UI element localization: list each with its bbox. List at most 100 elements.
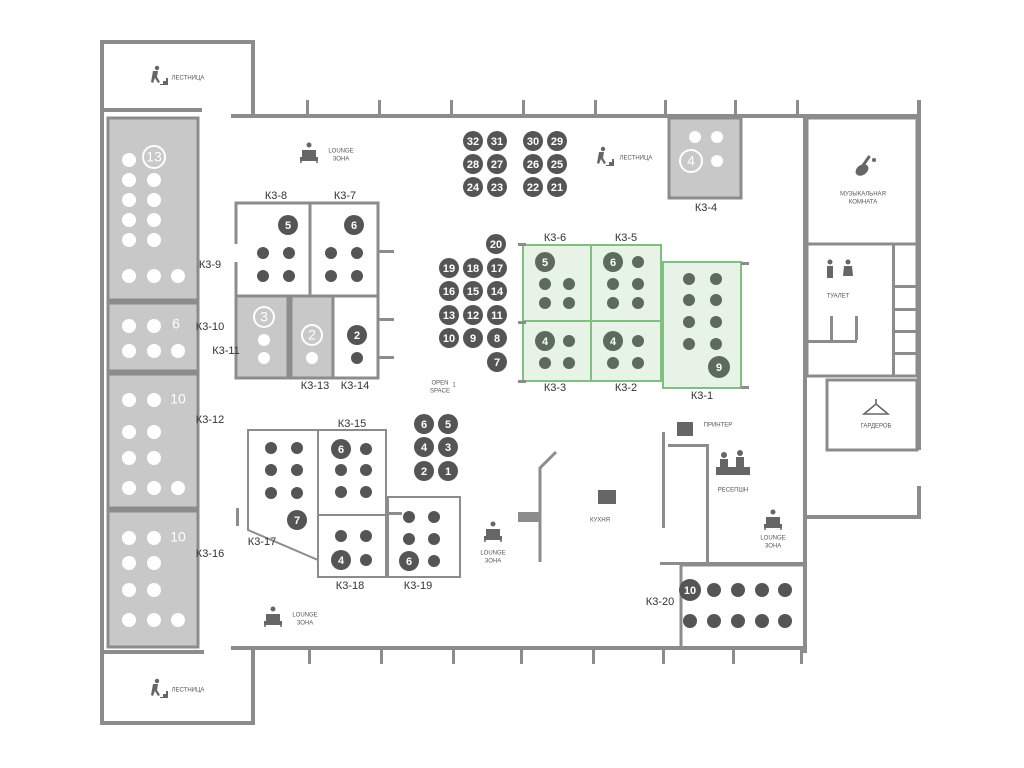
desk-seat-number: 25 <box>551 159 563 171</box>
room-k3-10-label: К3-10 <box>196 321 224 333</box>
room-k3-7-capacity: 6 <box>351 220 357 232</box>
room-k3-3[interactable]: 4 К3-3 <box>522 320 592 394</box>
desk-seat[interactable]: 1 <box>438 461 458 481</box>
desk-seat[interactable]: 15 <box>463 281 483 301</box>
desk-seat[interactable]: 10 <box>439 328 459 348</box>
seat-dot <box>147 451 161 465</box>
sofa-icon <box>299 141 319 164</box>
sofa-icon <box>483 520 503 543</box>
seat-dot <box>171 481 185 495</box>
room-k3-5[interactable]: 6 К3-5 <box>590 232 662 322</box>
desk-seat[interactable]: 31 <box>487 131 507 151</box>
desk-seat[interactable]: 21 <box>547 177 567 197</box>
room-k3-17-label: К3-17 <box>248 536 276 548</box>
music-room[interactable]: МУЗЫКАЛЬНАЯ КОМНАТА <box>805 116 919 246</box>
desk-seat[interactable]: 17 <box>487 258 507 278</box>
room-k3-14[interactable]: 2 К3-14 <box>333 294 380 392</box>
stairs-icon <box>597 146 614 166</box>
room-k3-20[interactable]: 10 К3-20 <box>646 563 803 646</box>
room-k3-18-label: К3-18 <box>336 580 364 592</box>
desk-seat[interactable]: 2 <box>414 461 434 481</box>
room-k3-17[interactable]: 7 К3-17 <box>247 429 319 562</box>
room-k3-15[interactable]: 6 К3-15 <box>317 418 387 516</box>
seat-dot <box>122 213 136 227</box>
desk-seat[interactable]: 5 <box>438 414 458 434</box>
wall-stubs-lower <box>236 508 402 526</box>
desk-seat[interactable]: 20 <box>486 234 506 254</box>
desk-seat[interactable]: 30 <box>523 131 543 151</box>
room-k3-8[interactable]: 5 К3-8 <box>234 190 312 298</box>
desk-seat[interactable]: 8 <box>487 328 507 348</box>
room-k3-3-label: К3-3 <box>544 382 566 394</box>
room-k3-7[interactable]: 6 К3-7 <box>308 190 380 298</box>
seat-dot <box>122 393 136 407</box>
room-k3-20-label: К3-20 <box>646 596 674 608</box>
reception-label: РЕСЕПШН <box>718 488 748 494</box>
desk-seat-marker <box>523 177 543 197</box>
lounge-label: LOUNGE <box>292 613 317 619</box>
desk-seat[interactable]: 16 <box>439 281 459 301</box>
wall-stubs-green <box>518 243 749 389</box>
room-k3-4[interactable]: 4 К3-4 <box>667 116 743 214</box>
desk-seat-number: 4 <box>421 442 428 454</box>
desk-seat[interactable]: 25 <box>547 154 567 174</box>
desk-seat-marker <box>487 305 507 325</box>
desk-seat-marker <box>487 258 507 278</box>
room-k3-13[interactable]: 2 К3-13 <box>289 294 335 392</box>
desk-seat-marker <box>487 328 507 348</box>
desk-seat[interactable]: 11 <box>487 305 507 325</box>
room-k3-2-capacity: 4 <box>610 336 617 348</box>
desk-seat[interactable]: 19 <box>439 258 459 278</box>
desk-seat-number: 2 <box>421 466 427 478</box>
seat-dot <box>147 393 161 407</box>
desk-seat[interactable]: 4 <box>414 437 434 457</box>
seat-dot <box>147 233 161 247</box>
kitchen: КУХНЯ <box>518 450 616 562</box>
desk-seat[interactable]: 12 <box>463 305 483 325</box>
room-k3-2-label: К3-2 <box>615 382 637 394</box>
room-k3-10[interactable]: 6 К3-10 <box>106 301 224 373</box>
room-k3-9[interactable]: 13 К3-9 <box>106 116 221 302</box>
desk-seat[interactable]: 18 <box>463 258 483 278</box>
room-k3-16[interactable]: 10 К3-16 <box>106 509 224 649</box>
room-k3-5-label: К3-5 <box>615 232 637 244</box>
desk-seat-number: 18 <box>467 263 479 275</box>
room-k3-20-capacity: 10 <box>684 585 696 597</box>
desk-seat[interactable]: 32 <box>463 131 483 151</box>
reception-icon <box>716 450 750 475</box>
desk-seat[interactable]: 27 <box>487 154 507 174</box>
desk-seat-marker <box>487 281 507 301</box>
room-k3-8-capacity: 5 <box>285 220 291 232</box>
room-k3-6[interactable]: 5 К3-6 <box>522 232 592 322</box>
room-k3-3-capacity: 4 <box>542 336 549 348</box>
desk-seat-number: 7 <box>494 357 500 369</box>
room-k3-18[interactable]: 4 К3-18 <box>317 514 387 592</box>
seat-dot <box>171 269 185 283</box>
desk-seat-marker <box>547 131 567 151</box>
room-k3-16-label: К3-16 <box>196 548 224 560</box>
room-k3-2[interactable]: 4 К3-2 <box>590 320 662 394</box>
room-k3-11[interactable]: 3 К3-11 <box>212 294 290 380</box>
desk-seat[interactable]: 3 <box>438 437 458 457</box>
wall-stubs-k3-7 <box>378 250 394 359</box>
desk-seat[interactable]: 28 <box>463 154 483 174</box>
lounge-label: ЗОНА <box>333 157 350 163</box>
room-k3-1[interactable]: 9 К3-1 <box>662 261 742 402</box>
desk-seat[interactable]: 14 <box>487 281 507 301</box>
room-k3-19[interactable]: 6 К3-19 <box>387 496 461 592</box>
desk-seat[interactable]: 7 <box>487 352 507 372</box>
desk-seat[interactable]: 23 <box>487 177 507 197</box>
desk-seat[interactable]: 6 <box>414 414 434 434</box>
desk-seat-marker <box>414 461 434 481</box>
desk-seat-number: 1 <box>445 466 451 478</box>
desk-seat[interactable]: 26 <box>523 154 543 174</box>
music-room-label: КОМНАТА <box>849 200 877 206</box>
desk-seat-marker <box>547 177 567 197</box>
desk-seat[interactable]: 9 <box>463 328 483 348</box>
desk-seat[interactable]: 22 <box>523 177 543 197</box>
desk-seat[interactable]: 24 <box>463 177 483 197</box>
desk-seat[interactable]: 13 <box>439 305 459 325</box>
lounge-right: LOUNGE ЗОНА <box>760 508 786 550</box>
desk-seat[interactable]: 29 <box>547 131 567 151</box>
